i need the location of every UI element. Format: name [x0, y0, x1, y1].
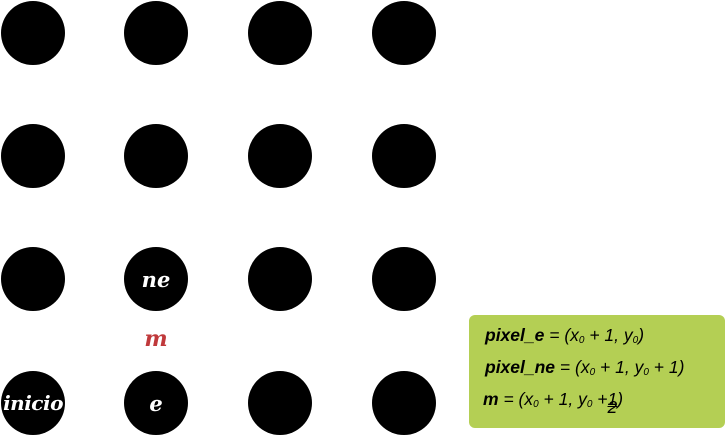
formula-text: + 1, y: [584, 325, 633, 345]
ne-label: ne: [141, 266, 171, 292]
pixel-dot: [124, 1, 188, 65]
formula-subscript: 0: [643, 367, 649, 378]
pixel-dot: [248, 1, 312, 65]
formula-subscript: 0: [586, 399, 593, 410]
formula-text: ): [617, 389, 624, 409]
formula-subscript: 0: [632, 335, 639, 346]
pixel-dot: [248, 247, 312, 311]
pixel-dot: [124, 124, 188, 188]
formula-text: (x: [575, 357, 590, 377]
pixel-dot: [372, 124, 436, 188]
formula-equals: =: [549, 325, 560, 345]
pixel-e: e: [124, 371, 188, 435]
midpoint-m-label: m: [144, 326, 168, 352]
formula-term: m: [483, 389, 499, 409]
pixel-dot: [372, 371, 436, 435]
e-label: e: [149, 390, 163, 416]
formula-subscript: 0: [578, 335, 585, 346]
formula-subscript: 0: [589, 367, 596, 378]
formula-pixel-ne: pixel_ne = (x0 + 1, y0 + 1): [485, 351, 725, 383]
pixel-ne: ne: [124, 247, 188, 311]
pixel-dot: [248, 124, 312, 188]
formula-text: + 1, y: [538, 389, 587, 409]
formula-term: pixel_e: [485, 325, 545, 345]
formula-text: (x: [518, 389, 534, 409]
formula-equals: =: [559, 357, 571, 377]
formula-pixel-e: pixel_e = (x0 + 1, y0): [485, 319, 725, 351]
pixel-dot: [1, 124, 65, 188]
pixel-inicio: inicio: [1, 371, 65, 435]
formula-text: + 1): [648, 357, 685, 377]
pixel-dot: [1, 1, 65, 65]
formula-term: pixel_ne: [485, 357, 556, 377]
pixel-dot: [1, 247, 65, 311]
pixel-dot: [372, 247, 436, 311]
pixel-dot: [372, 1, 436, 65]
formula-subscript: 0: [533, 399, 539, 410]
formula-text: +: [592, 389, 608, 409]
fraction-numerator: 1: [607, 389, 618, 409]
fraction-denominator: 2: [607, 397, 618, 417]
formula-box: pixel_e = (x0 + 1, y0) pixel_ne = (x0 + …: [469, 315, 725, 428]
formula-equals: =: [503, 389, 514, 409]
formula-text: ): [638, 325, 645, 345]
inicio-label: inicio: [3, 391, 63, 415]
pixel-dot: [248, 371, 312, 435]
formula-text: + 1, y: [595, 357, 644, 377]
formula-text: (x: [564, 325, 579, 345]
